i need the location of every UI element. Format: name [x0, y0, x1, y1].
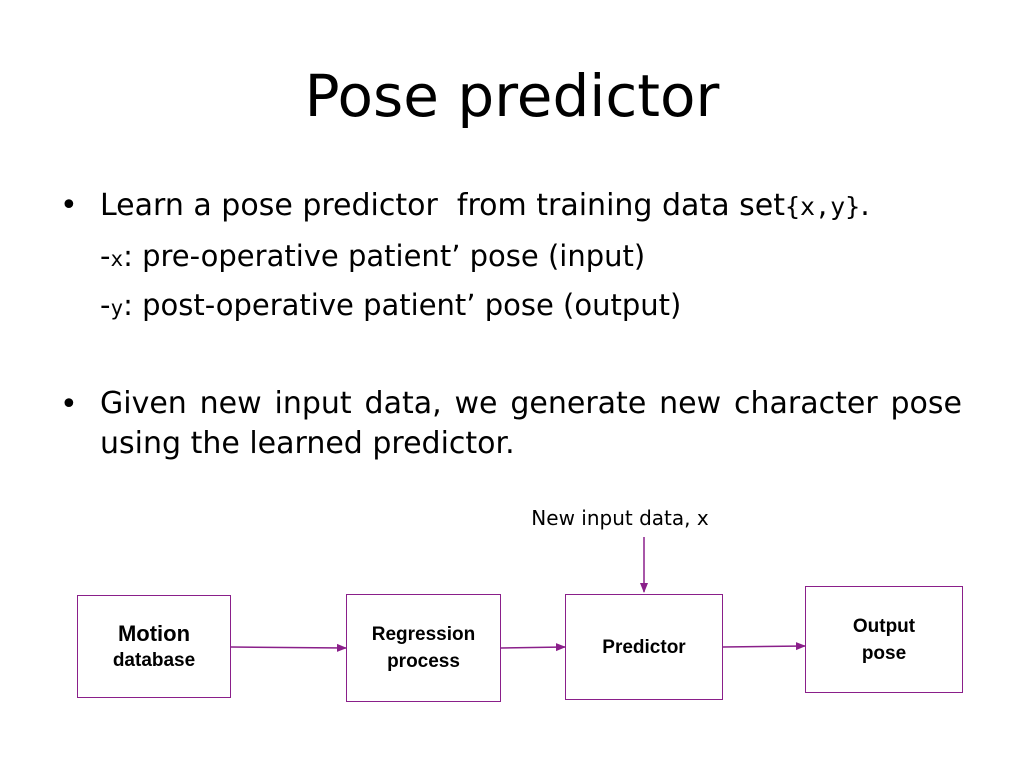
bullet-learn-predictor: Learn a pose predictor from training dat… — [100, 186, 962, 227]
box-title: Predictor — [602, 636, 686, 658]
box-subtitle: pose — [861, 642, 907, 664]
arrow-motion-to-regression — [230, 643, 347, 652]
sub-var-x: x — [110, 247, 124, 271]
sub-item-x: -x: pre-operative patient’ pose (input) — [100, 238, 645, 277]
training-set-code: {x,y} — [784, 192, 861, 221]
bullet-marker: • — [60, 188, 78, 223]
bullet-marker: • — [60, 387, 78, 422]
box-title: Output — [852, 615, 916, 637]
sub-dash: - — [100, 288, 111, 322]
sub-dash: - — [100, 239, 111, 273]
regression-process-box: Regression process — [346, 594, 501, 702]
box-subtitle: process — [387, 651, 460, 672]
sub-text-y: : post-operative patient’ pose (output) — [123, 288, 682, 322]
bullet-period: . — [860, 188, 870, 223]
box-subtitle: database — [112, 649, 196, 671]
box-title: Regression — [371, 624, 476, 645]
sub-var-y: y — [110, 296, 124, 320]
motion-database-box: Motion database — [77, 595, 231, 698]
input-data-label: New input data, x — [531, 506, 709, 530]
bullet-text: Learn a pose predictor from training dat… — [100, 188, 785, 223]
bullet-generate-pose: Given new input data, we generate new ch… — [100, 386, 962, 461]
box-title: Motion — [117, 620, 191, 646]
slide-title: Pose predictor — [304, 62, 720, 130]
sub-item-y: -y: post-operative patient’ pose (output… — [100, 287, 681, 326]
predictor-box: Predictor — [565, 594, 723, 700]
arrow-predictor-to-output — [722, 642, 806, 651]
arrow-regression-to-predictor — [500, 643, 566, 652]
sub-text-x: : pre-operative patient’ pose (input) — [123, 239, 646, 273]
output-pose-box: Output pose — [805, 586, 963, 693]
